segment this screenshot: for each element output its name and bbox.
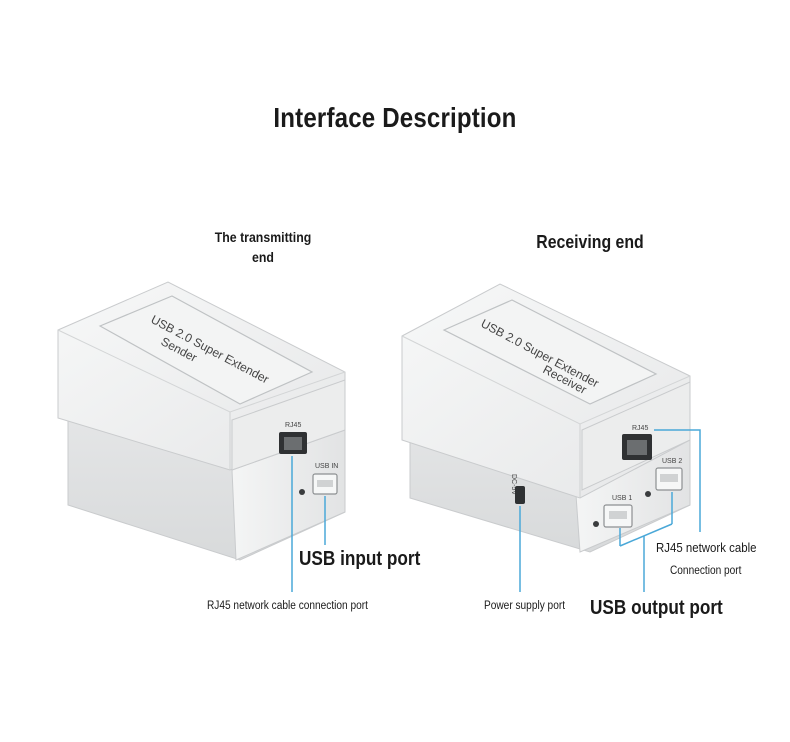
receiver-rj45-callout-title: RJ45 network cable (656, 540, 757, 555)
sender-heading: The transmitting end (214, 229, 312, 265)
callout-lines (291, 429, 701, 592)
receiver-rj45-callout-subtitle: Connection port (670, 565, 742, 577)
receiver-usb2-label: USB 2 (662, 458, 682, 465)
receiver-device: USB 2.0 Super Extender Receiver RJ45 DC-… (401, 283, 691, 553)
receiver-rj45-port-label: RJ45 (632, 425, 648, 432)
receiver-usb-callout: USB output port (590, 597, 723, 619)
receiver-usb1-label: USB 1 (612, 495, 632, 502)
sender-usb-callout: USB input port (299, 548, 421, 570)
receiver-power-port (515, 486, 525, 504)
sender-usb-port-label: USB IN (315, 463, 338, 470)
sender-rj45-port-label: RJ45 (285, 422, 301, 429)
sender-device: USB 2.0 Super Extender Sender RJ45 USB I… (57, 281, 346, 561)
receiver-heading: Receiving end (536, 232, 644, 252)
sender-rj45-callout: RJ45 network cable connection port (207, 600, 368, 612)
receiver-power-port-label: DC-5V (510, 474, 517, 495)
page-title: Interface Description (273, 102, 517, 133)
receiver-rj45-callout-line (654, 429, 701, 532)
receiver-power-callout: Power supply port (484, 600, 566, 612)
